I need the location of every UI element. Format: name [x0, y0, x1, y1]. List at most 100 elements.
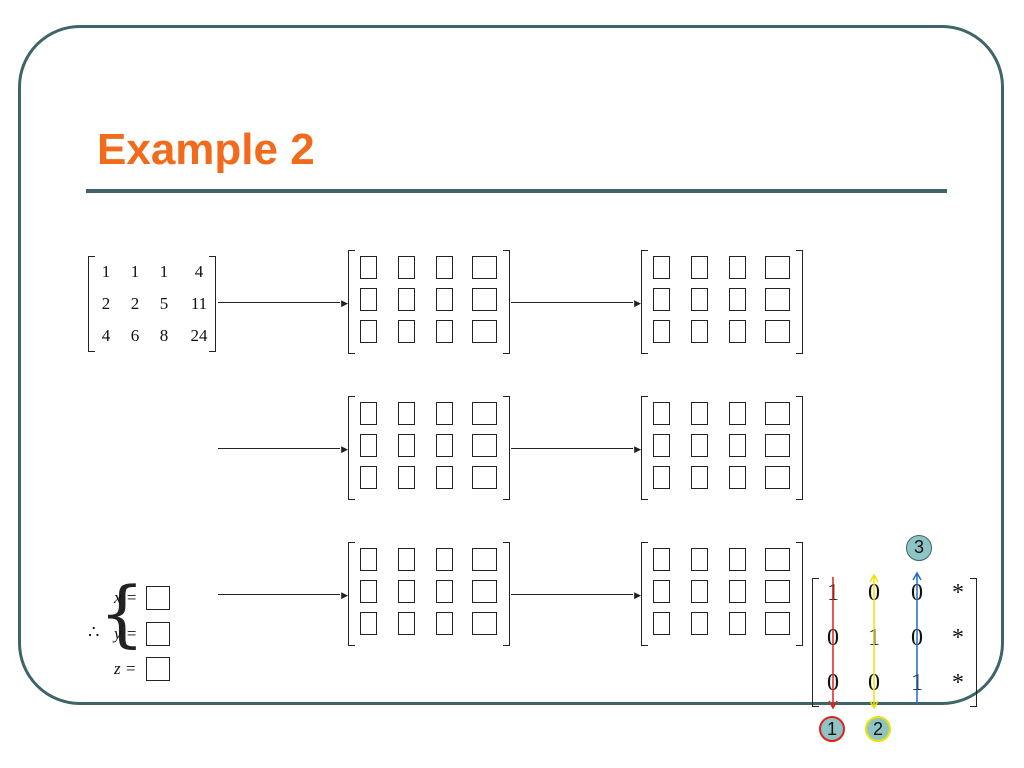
target-matrix-cell: 0 [868, 580, 880, 606]
step-badge-2: 2 [865, 716, 891, 742]
blank-entry-box [398, 434, 415, 457]
blank-entry-box [398, 256, 415, 279]
blank-entry-box [765, 612, 790, 635]
blank-entry-box [472, 434, 497, 457]
blank-entry-box [653, 256, 670, 279]
blank-entry-box [729, 548, 746, 571]
blank-entry-box [765, 466, 790, 489]
answer-box [146, 657, 170, 681]
target-matrix-cell: 1 [827, 580, 839, 606]
matrix-right-bracket [503, 542, 510, 646]
blank-entry-box [691, 548, 708, 571]
blank-entry-box [398, 402, 415, 425]
system-brace: { [99, 571, 145, 655]
target-matrix-cell: 0 [868, 670, 880, 696]
matrix-left-bracket [641, 396, 648, 500]
step-matrix-1 [348, 250, 510, 354]
matrix-cell: 1 [101, 262, 111, 281]
blank-entry-box [360, 402, 377, 425]
slide-title: Example 2 [97, 125, 315, 174]
blank-entry-box [436, 580, 453, 603]
blank-entry-box [765, 256, 790, 279]
matrix-right-bracket [796, 396, 803, 500]
target-matrix-cell: * [952, 580, 964, 606]
matrix-left-bracket [641, 542, 648, 646]
blank-entry-box [653, 434, 670, 457]
target-matrix-cell: 0 [827, 670, 839, 696]
blank-entry-box [436, 256, 453, 279]
matrix-cell: 8 [159, 326, 169, 345]
blank-entry-box [360, 466, 377, 489]
blank-entry-box [653, 466, 670, 489]
blank-entry-box [360, 580, 377, 603]
matrix-right-bracket [503, 250, 510, 354]
blank-entry-box [398, 612, 415, 635]
blank-entry-box [729, 434, 746, 457]
matrix-right-bracket [503, 396, 510, 500]
blank-entry-box [653, 580, 670, 603]
blank-entry-box [360, 256, 377, 279]
blank-entry-box [398, 320, 415, 343]
matrix-right-bracket [970, 578, 977, 707]
matrix-cell: 2 [130, 294, 140, 313]
blank-entry-box [360, 320, 377, 343]
variable-label: x = [114, 588, 138, 607]
blank-entry-box [653, 548, 670, 571]
matrix-cell: 4 [194, 262, 204, 281]
blank-entry-box [472, 288, 497, 311]
step-badge-3: 3 [906, 535, 932, 561]
step-matrix-4 [641, 396, 803, 500]
matrix-cell: 2 [101, 294, 111, 313]
blank-entry-box [765, 402, 790, 425]
matrix-left-bracket [348, 542, 355, 646]
matrix-left-bracket [641, 250, 648, 354]
target-matrix-cell: * [952, 625, 964, 651]
blank-entry-box [691, 612, 708, 635]
blank-entry-box [360, 548, 377, 571]
blank-entry-box [436, 320, 453, 343]
blank-entry-box [398, 580, 415, 603]
matrix-cell: 4 [101, 326, 111, 345]
blank-entry-box [691, 256, 708, 279]
blank-entry-box [398, 466, 415, 489]
blank-entry-box [436, 466, 453, 489]
blank-entry-box [472, 612, 497, 635]
blank-entry-box [472, 320, 497, 343]
blank-entry-box [691, 580, 708, 603]
target-matrix-cell: 1 [868, 625, 880, 651]
blank-entry-box [360, 288, 377, 311]
blank-entry-box [729, 612, 746, 635]
blank-entry-box [691, 288, 708, 311]
target-matrix-cell: 0 [911, 580, 923, 606]
blank-entry-box [436, 612, 453, 635]
blank-entry-box [691, 434, 708, 457]
target-matrix-cell: 1 [911, 670, 923, 696]
answer-box [146, 622, 170, 646]
variable-label: y = [114, 624, 138, 643]
blank-entry-box [691, 402, 708, 425]
blank-entry-box [729, 256, 746, 279]
step-matrix-3 [348, 396, 510, 500]
blank-entry-box [472, 466, 497, 489]
step-badge-1: 1 [819, 716, 845, 742]
matrix-left-bracket [812, 578, 819, 707]
matrix-cell: 24 [190, 326, 208, 345]
step-matrix-6 [641, 542, 803, 646]
blank-entry-box [472, 256, 497, 279]
matrix-cell: 11 [190, 294, 208, 313]
row-operation-arrow: ▶ [218, 442, 348, 456]
row-operation-arrow: ▶ [218, 296, 348, 310]
target-matrix-cell: 0 [911, 625, 923, 651]
step-matrix-2 [641, 250, 803, 354]
row-operation-arrow: ▶ [218, 588, 348, 602]
blank-entry-box [765, 580, 790, 603]
target-matrix-cell: 0 [827, 625, 839, 651]
blank-entry-box [436, 288, 453, 311]
blank-entry-box [653, 402, 670, 425]
row-operation-arrow: ▶ [511, 588, 641, 602]
blank-entry-box [691, 320, 708, 343]
blank-entry-box [765, 548, 790, 571]
blank-entry-box [472, 580, 497, 603]
target-matrix-cell: * [952, 670, 964, 696]
